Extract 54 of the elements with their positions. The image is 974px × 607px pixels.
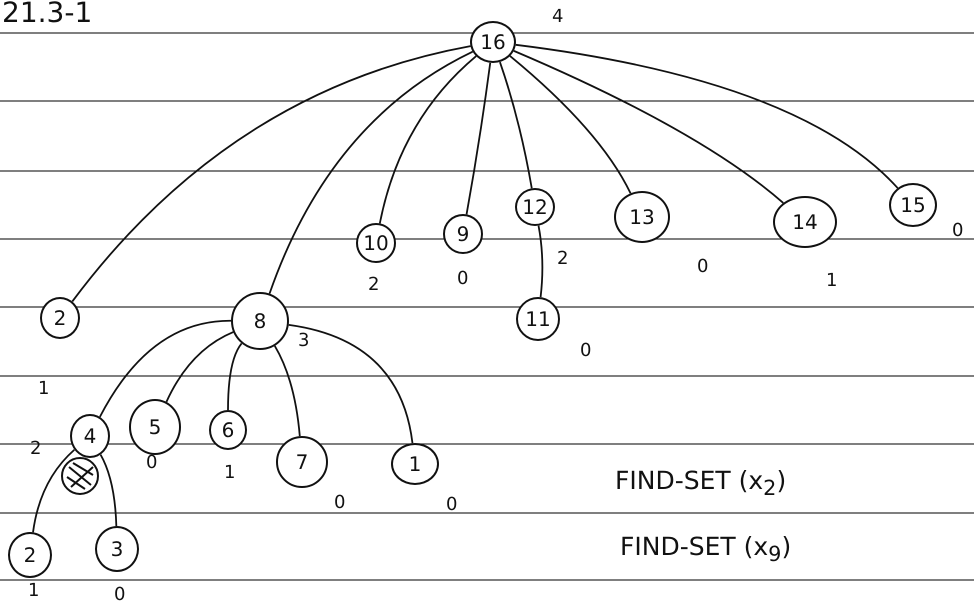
rank-label: 2: [557, 250, 568, 268]
tree-node: 4: [70, 414, 110, 458]
tree-edge: [268, 50, 474, 294]
tree-node: 14: [773, 196, 837, 248]
tree-edge: [227, 342, 242, 410]
tree-node: 2: [8, 532, 52, 578]
tree-edge: [288, 324, 414, 444]
tree-node: 12: [515, 188, 555, 226]
tree-node: 15: [889, 183, 937, 227]
tree-edge: [516, 44, 898, 189]
rank-label: 0: [114, 586, 126, 604]
tree-edge: [274, 346, 301, 436]
tree-edge: [514, 50, 784, 204]
note-text: FIND-SET (x$_{2}$): [615, 466, 786, 501]
tree-edge: [510, 55, 632, 194]
exercise-title: 21.3-1: [2, 0, 92, 30]
tree-node: 16: [470, 21, 516, 63]
rank-label: 2: [368, 276, 380, 294]
rank-label: 0: [446, 496, 458, 514]
tree-edge: [32, 449, 75, 532]
rank-label: 1: [38, 380, 50, 398]
rank-label: 4: [552, 8, 564, 26]
rank-label: 0: [697, 258, 708, 276]
tree-node: 7: [276, 436, 328, 488]
tree-node: 8: [231, 292, 289, 350]
rank-label: 3: [298, 332, 310, 350]
rank-label: 0: [580, 342, 592, 360]
scribbled-circle: [61, 457, 99, 495]
tree-node: 1: [391, 443, 439, 485]
note-text: FIND-SET (x$_{9}$): [620, 532, 792, 567]
tree-edge: [466, 62, 492, 214]
rank-label: 1: [28, 582, 40, 600]
tree-node: 5: [129, 399, 181, 455]
rank-label: 1: [826, 272, 838, 290]
rank-label: 0: [952, 222, 964, 240]
tree-node: 3: [95, 526, 139, 572]
tree-node: 10: [356, 223, 396, 263]
tree-edge: [100, 454, 118, 526]
tree-node: 2: [40, 297, 80, 339]
tree-edge: [378, 56, 477, 224]
rank-label: 0: [457, 270, 468, 288]
rank-label: 0: [334, 494, 346, 512]
tree-edge: [166, 331, 234, 402]
tree-node: 11: [516, 297, 560, 341]
tree-node: 13: [614, 191, 670, 243]
tree-node: 6: [209, 410, 247, 450]
tree-edge: [72, 45, 471, 302]
tree-node: 9: [443, 214, 483, 254]
tree-edge: [538, 226, 544, 298]
tree-edge: [499, 62, 533, 188]
rank-label: 0: [146, 454, 158, 472]
tree-edge: [99, 320, 232, 418]
rank-label: 1: [224, 464, 236, 482]
rank-label: 2: [30, 440, 42, 458]
